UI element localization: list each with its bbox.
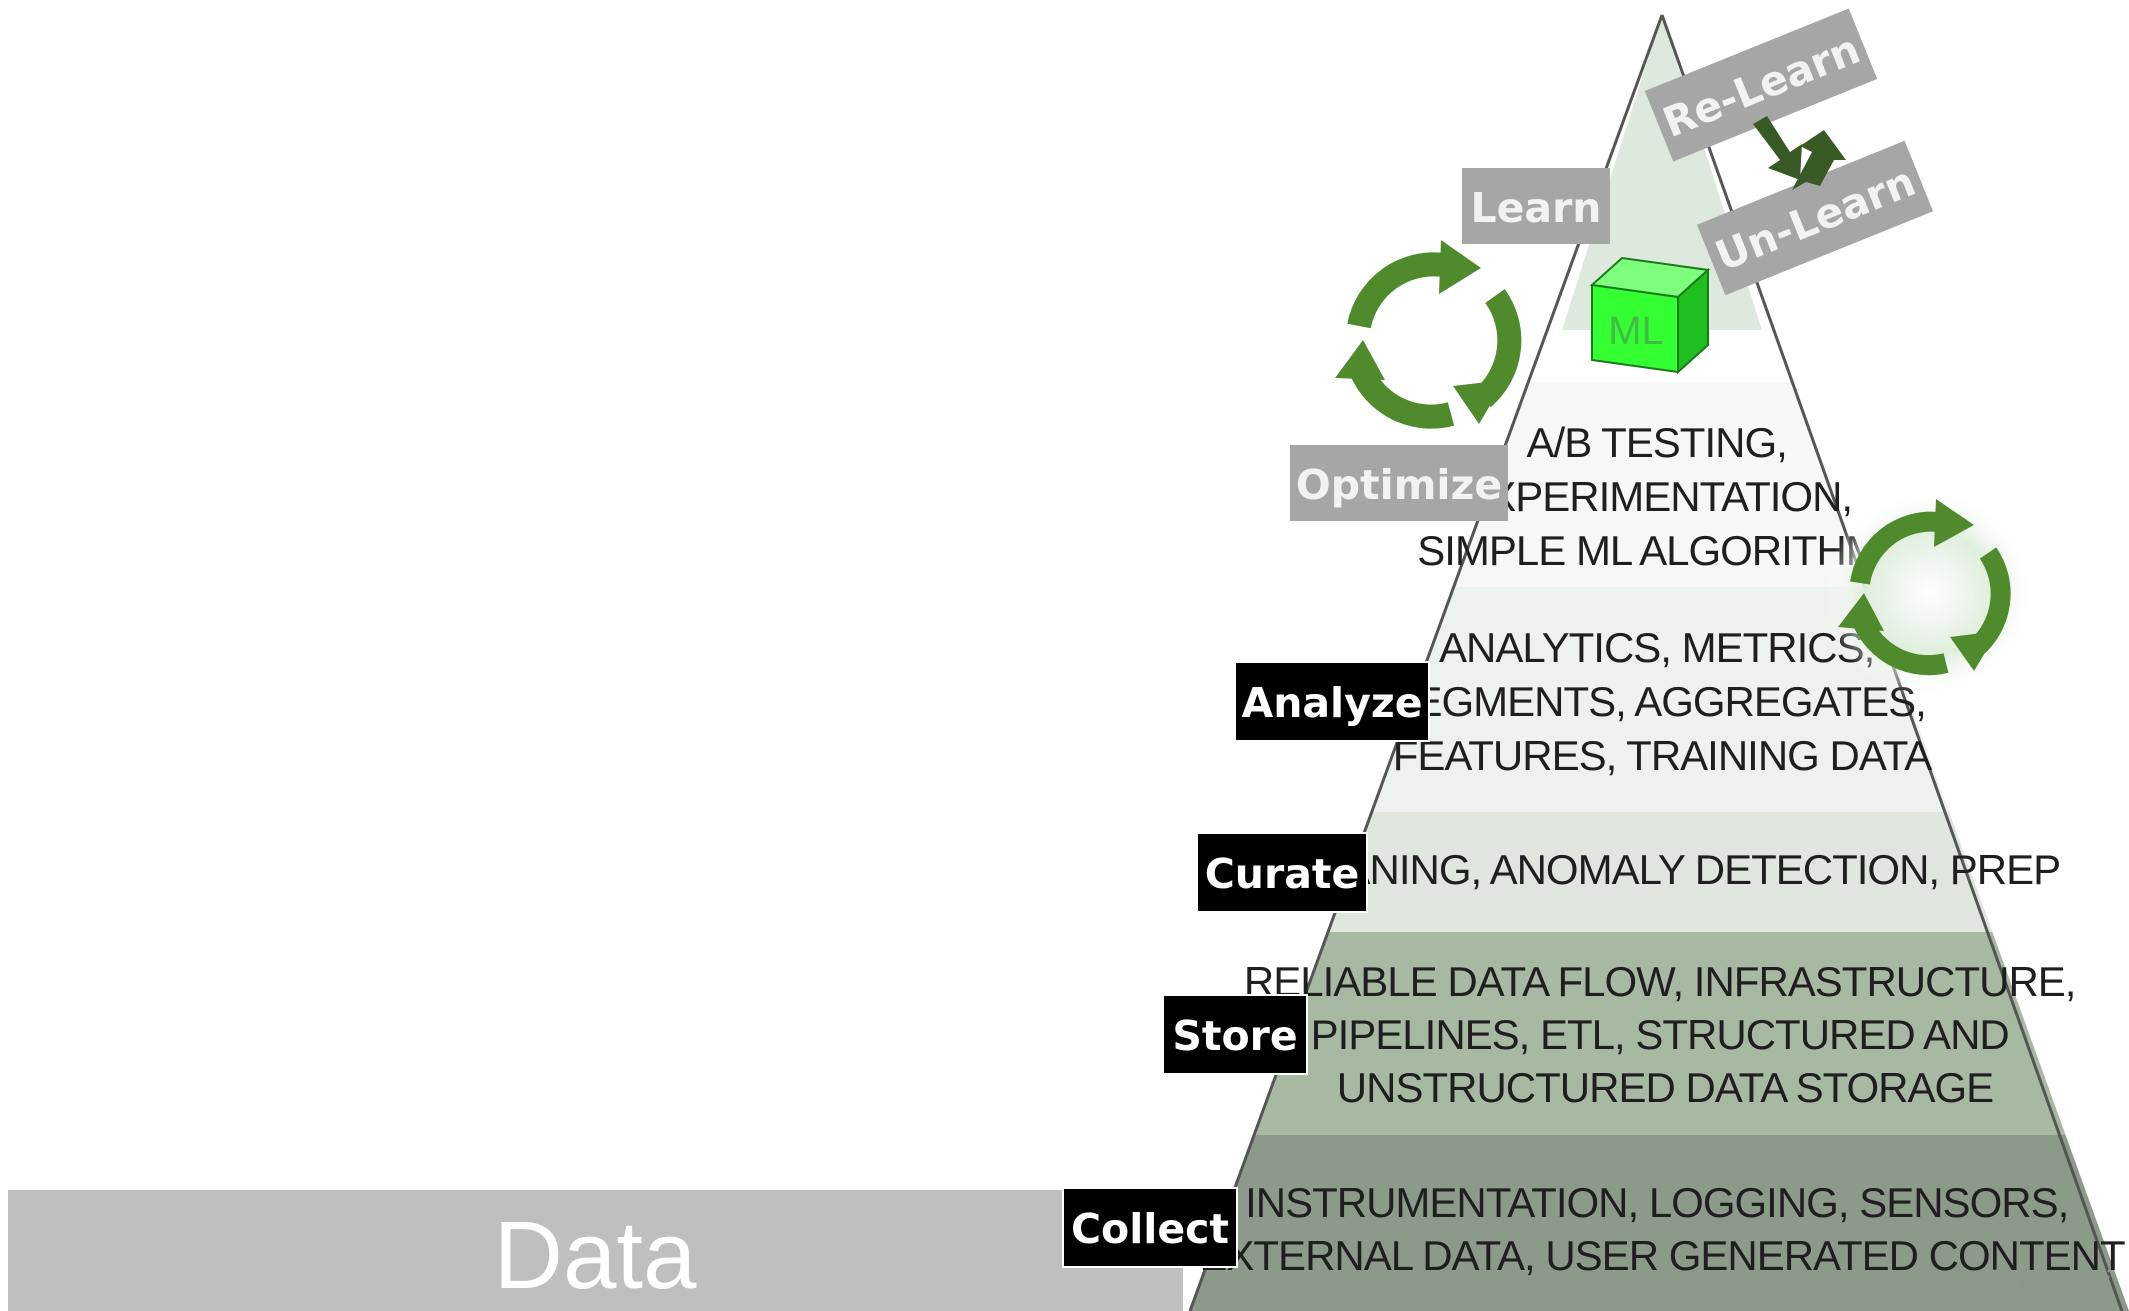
- tier-store-text: RELIABLE DATA FLOW, INFRASTRUCTURE, PIPE…: [1244, 958, 2086, 1111]
- tier-optimize-line-1: A/B TESTING,: [1527, 419, 1787, 466]
- stage-label-curate-text: Curate: [1205, 850, 1360, 898]
- tier-store-line-3: UNSTRUCTURED DATA STORAGE: [1337, 1064, 1993, 1111]
- credit-text: @mrogati: [1980, 1265, 2112, 1298]
- tier-collect-text: INSTRUMENTATION, LOGGING, SENSORS, EXTER…: [1199, 1179, 2125, 1279]
- tier-store-line-2: PIPELINES, ETL, STRUCTURED AND: [1311, 1011, 2009, 1058]
- cycle-arrows-icon: [1335, 240, 1522, 429]
- tier-curate-line-1: CLEANING, ANOMALY DETECTION, PREP: [1264, 846, 2060, 893]
- tier-store-line-1: RELIABLE DATA FLOW, INFRASTRUCTURE,: [1244, 958, 2076, 1005]
- tier-analyze-text: ANALYTICS, METRICS, SEGMENTS, AGGREGATES…: [1387, 624, 1936, 779]
- stage-label-collect-text: Collect: [1071, 1205, 1229, 1253]
- stage-label-collect: Collect: [1062, 1187, 1238, 1268]
- tier-analyze-line-2: SEGMENTS, AGGREGATES,: [1387, 678, 1925, 725]
- stage-label-optimize: Optimize: [1290, 445, 1508, 521]
- stage-label-learn-text: Learn: [1470, 184, 1601, 232]
- stage-label-store: Store: [1162, 994, 1308, 1075]
- stage-label-curate: Curate: [1196, 832, 1368, 913]
- glowing-cycle-icon: [1825, 488, 2035, 698]
- stage-label-store-text: Store: [1172, 1012, 1297, 1060]
- tier-curate-text: CLEANING, ANOMALY DETECTION, PREP: [1264, 846, 2060, 893]
- tier-optimize-line-2: EXPERIMENTATION,: [1461, 473, 1852, 520]
- up-arrow-icon: [1792, 130, 1846, 190]
- tier-collect-line-2: EXTERNAL DATA, USER GENERATED CONTENT: [1199, 1232, 2125, 1279]
- tier-analyze-line-1: ANALYTICS, METRICS,: [1439, 624, 1874, 671]
- tier-optimize-text: A/B TESTING, EXPERIMENTATION, SIMPLE ML …: [1417, 419, 1907, 574]
- ml-cube-icon: ML: [1589, 256, 1711, 375]
- data-bar: [8, 1190, 1183, 1311]
- down-arrow-icon: [1753, 116, 1802, 180]
- stage-label-analyze: Analyze: [1234, 661, 1430, 742]
- tier-optimize-line-3: SIMPLE ML ALGORITHMS: [1417, 527, 1907, 574]
- tier-store-band: [1190, 932, 2129, 1135]
- ml-cube-label: ML: [1608, 309, 1664, 353]
- tier-collect-band: [1190, 1135, 2129, 1311]
- stage-label-analyze-text: Analyze: [1241, 679, 1422, 727]
- stage-label-optimize-text: Optimize: [1296, 461, 1502, 509]
- tier-analyze-line-3: FEATURES, TRAINING DATA: [1393, 732, 1933, 779]
- stage-label-relearn: Re-Learn: [1644, 8, 1878, 162]
- stage-label-learn: Learn: [1462, 168, 1610, 244]
- tier-collect-line-1: INSTRUMENTATION, LOGGING, SENSORS,: [1245, 1179, 2068, 1226]
- data-bar-label: Data: [494, 1202, 697, 1309]
